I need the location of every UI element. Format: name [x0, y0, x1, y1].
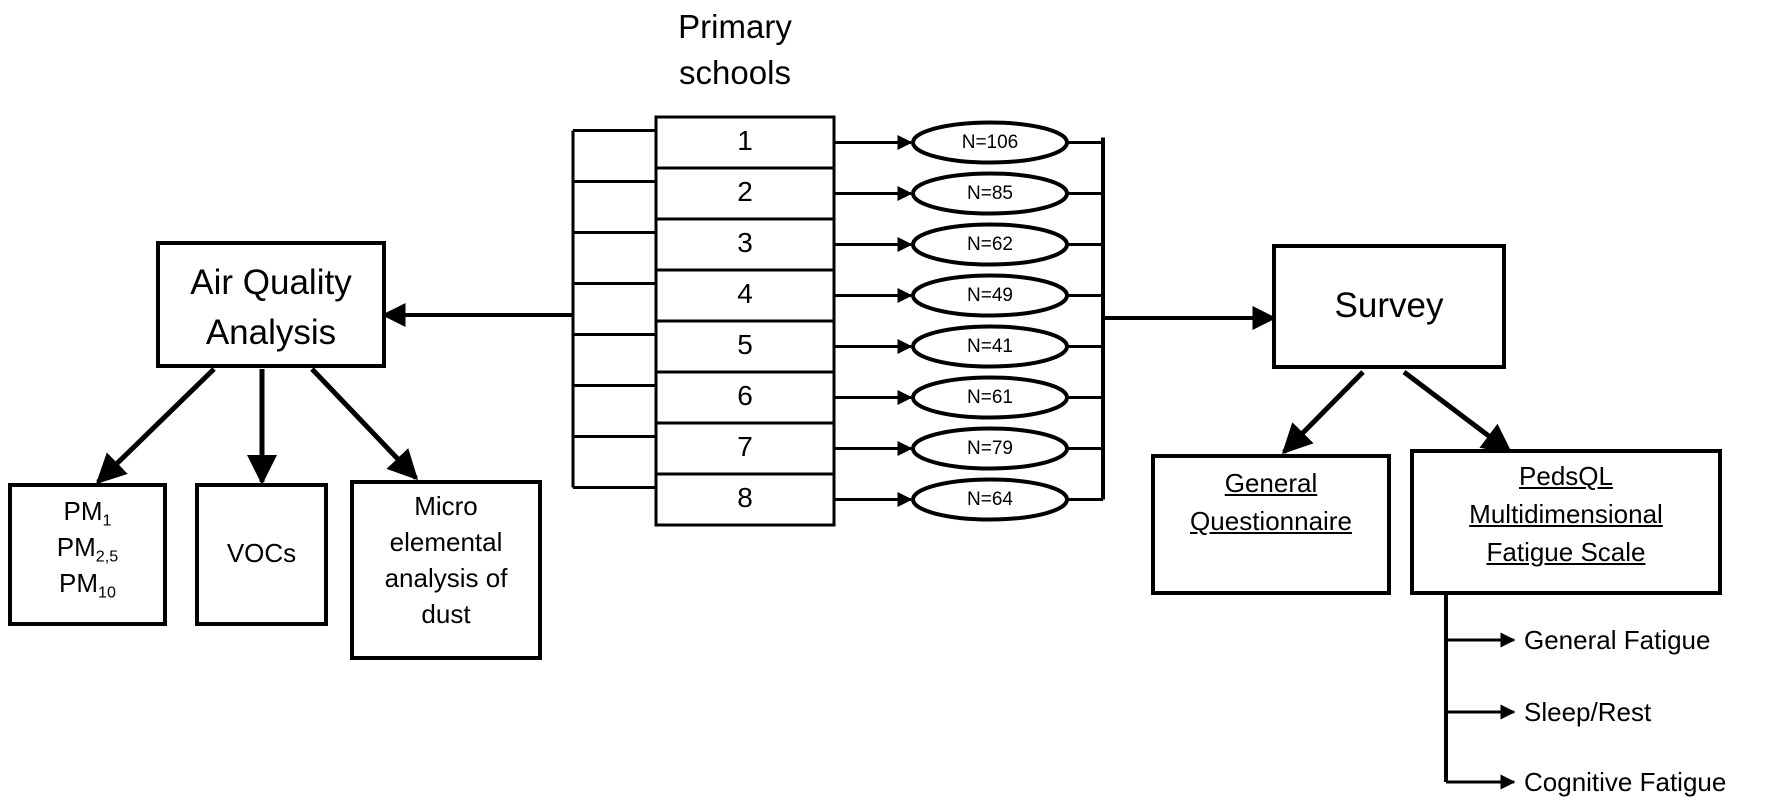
n-label: N=62 — [967, 233, 1013, 255]
general-questionnaire-label: General Questionnaire — [1153, 464, 1389, 540]
dust-analysis-label: Micro elemental analysis of dust — [352, 488, 540, 632]
gq-line1: General — [1224, 468, 1318, 498]
school-rows — [573, 115, 1103, 527]
connectors — [95, 130, 1516, 790]
schools-header-line1: Primary — [678, 8, 792, 45]
school-box-8 — [654, 472, 836, 527]
survey-title: Survey — [1334, 286, 1444, 325]
dust-line3: analysis of — [384, 563, 508, 593]
school-number: 7 — [737, 431, 753, 462]
school-number: 4 — [737, 278, 753, 309]
dust-line2: elemental — [389, 527, 503, 557]
dust-box — [350, 480, 542, 660]
dust-line4: dust — [421, 599, 471, 629]
pedsql-line3: Fatigue Scale — [1486, 537, 1646, 567]
dust-line1: Micro — [414, 491, 478, 521]
n-label: N=49 — [967, 284, 1013, 306]
survey-to-gq-arrow — [1281, 370, 1365, 455]
pedsql-label: PedsQL Multidimensional Fatigue Scale — [1412, 457, 1720, 571]
aq-to-pm-arrow — [95, 367, 216, 485]
subscale-label: Sleep/Rest — [1524, 697, 1652, 727]
n-label: N=106 — [961, 131, 1019, 153]
n-label: N=85 — [967, 182, 1013, 204]
subscale-label: Cognitive Fatigue — [1524, 767, 1727, 797]
school-number: 5 — [737, 329, 753, 360]
air-quality-line2: Analysis — [205, 313, 337, 352]
school-number: 6 — [737, 380, 753, 411]
school-box-4 — [654, 268, 836, 323]
pedsql-line1: PedsQL — [1519, 461, 1613, 491]
air-quality-box — [156, 241, 386, 368]
subscale-label: General Fatigue — [1524, 625, 1711, 655]
pedsql-box — [1410, 449, 1722, 595]
school-number: 3 — [737, 227, 753, 258]
n-label: N=41 — [967, 335, 1013, 357]
schools-header-line2: schools — [679, 54, 791, 91]
n-label: N=64 — [967, 488, 1013, 510]
pm1-label: PM1 — [63, 496, 112, 530]
pm10-label: PM10 — [59, 568, 116, 602]
survey-to-pedsql-arrow — [1402, 370, 1513, 454]
school-number: 8 — [737, 482, 753, 513]
school-number: 1 — [737, 125, 753, 156]
schools-header: Primary schools — [615, 4, 855, 96]
school-box-1 — [654, 115, 836, 170]
survey-box — [1272, 244, 1506, 369]
n-label: N=79 — [967, 437, 1013, 459]
gq-line2: Questionnaire — [1190, 506, 1352, 536]
air-quality-line1: Air Quality — [190, 263, 352, 302]
aq-to-dust-arrow — [310, 367, 419, 481]
vocs-box — [195, 483, 328, 626]
pedsql-line2: Multidimensional — [1469, 499, 1663, 529]
pm25-label: PM2,5 — [56, 532, 119, 566]
school-box-6 — [654, 370, 836, 425]
school-number: 2 — [737, 176, 753, 207]
boxes — [8, 241, 1722, 660]
n-label: N=61 — [967, 386, 1013, 408]
pm-box — [8, 483, 167, 626]
vocs-label: VOCs — [226, 538, 297, 568]
pm-list: PM1 PM2,5 PM10 — [10, 493, 165, 601]
air-quality-title: Air Quality Analysis — [158, 258, 384, 358]
general-questionnaire-box — [1151, 454, 1391, 595]
